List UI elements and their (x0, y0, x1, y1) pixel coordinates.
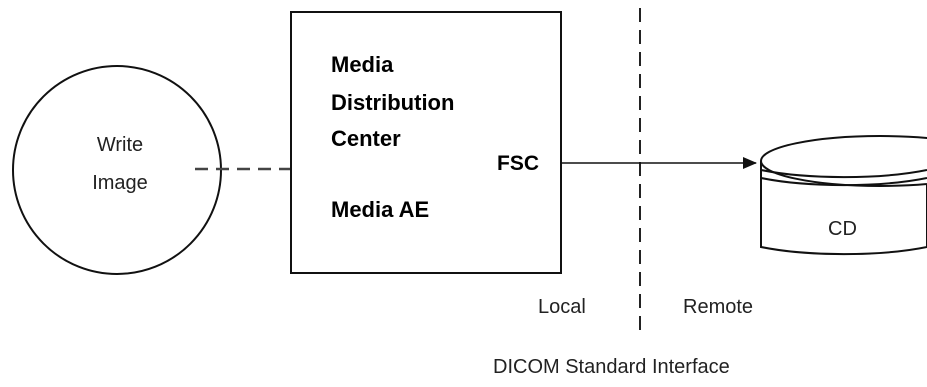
write-image-circle (12, 65, 222, 275)
cd-label: CD (828, 218, 857, 240)
media-center-title-line2: Distribution (331, 90, 455, 115)
media-ae-label: Media AE (331, 197, 430, 222)
local-label: Local (538, 296, 586, 318)
dicom-interface-caption: DICOM Standard Interface (493, 356, 730, 378)
write-image-label-line1: Write (96, 134, 144, 156)
media-center-title-line1: Media (331, 52, 394, 77)
remote-label: Remote (683, 296, 754, 318)
fsc-port-label: FSC (497, 152, 539, 175)
media-center-title-line3: Center (331, 126, 401, 151)
media-distribution-center-box (290, 11, 562, 274)
write-image-label-line2: Image (92, 172, 148, 194)
cd-cylinder-icon (760, 135, 927, 256)
